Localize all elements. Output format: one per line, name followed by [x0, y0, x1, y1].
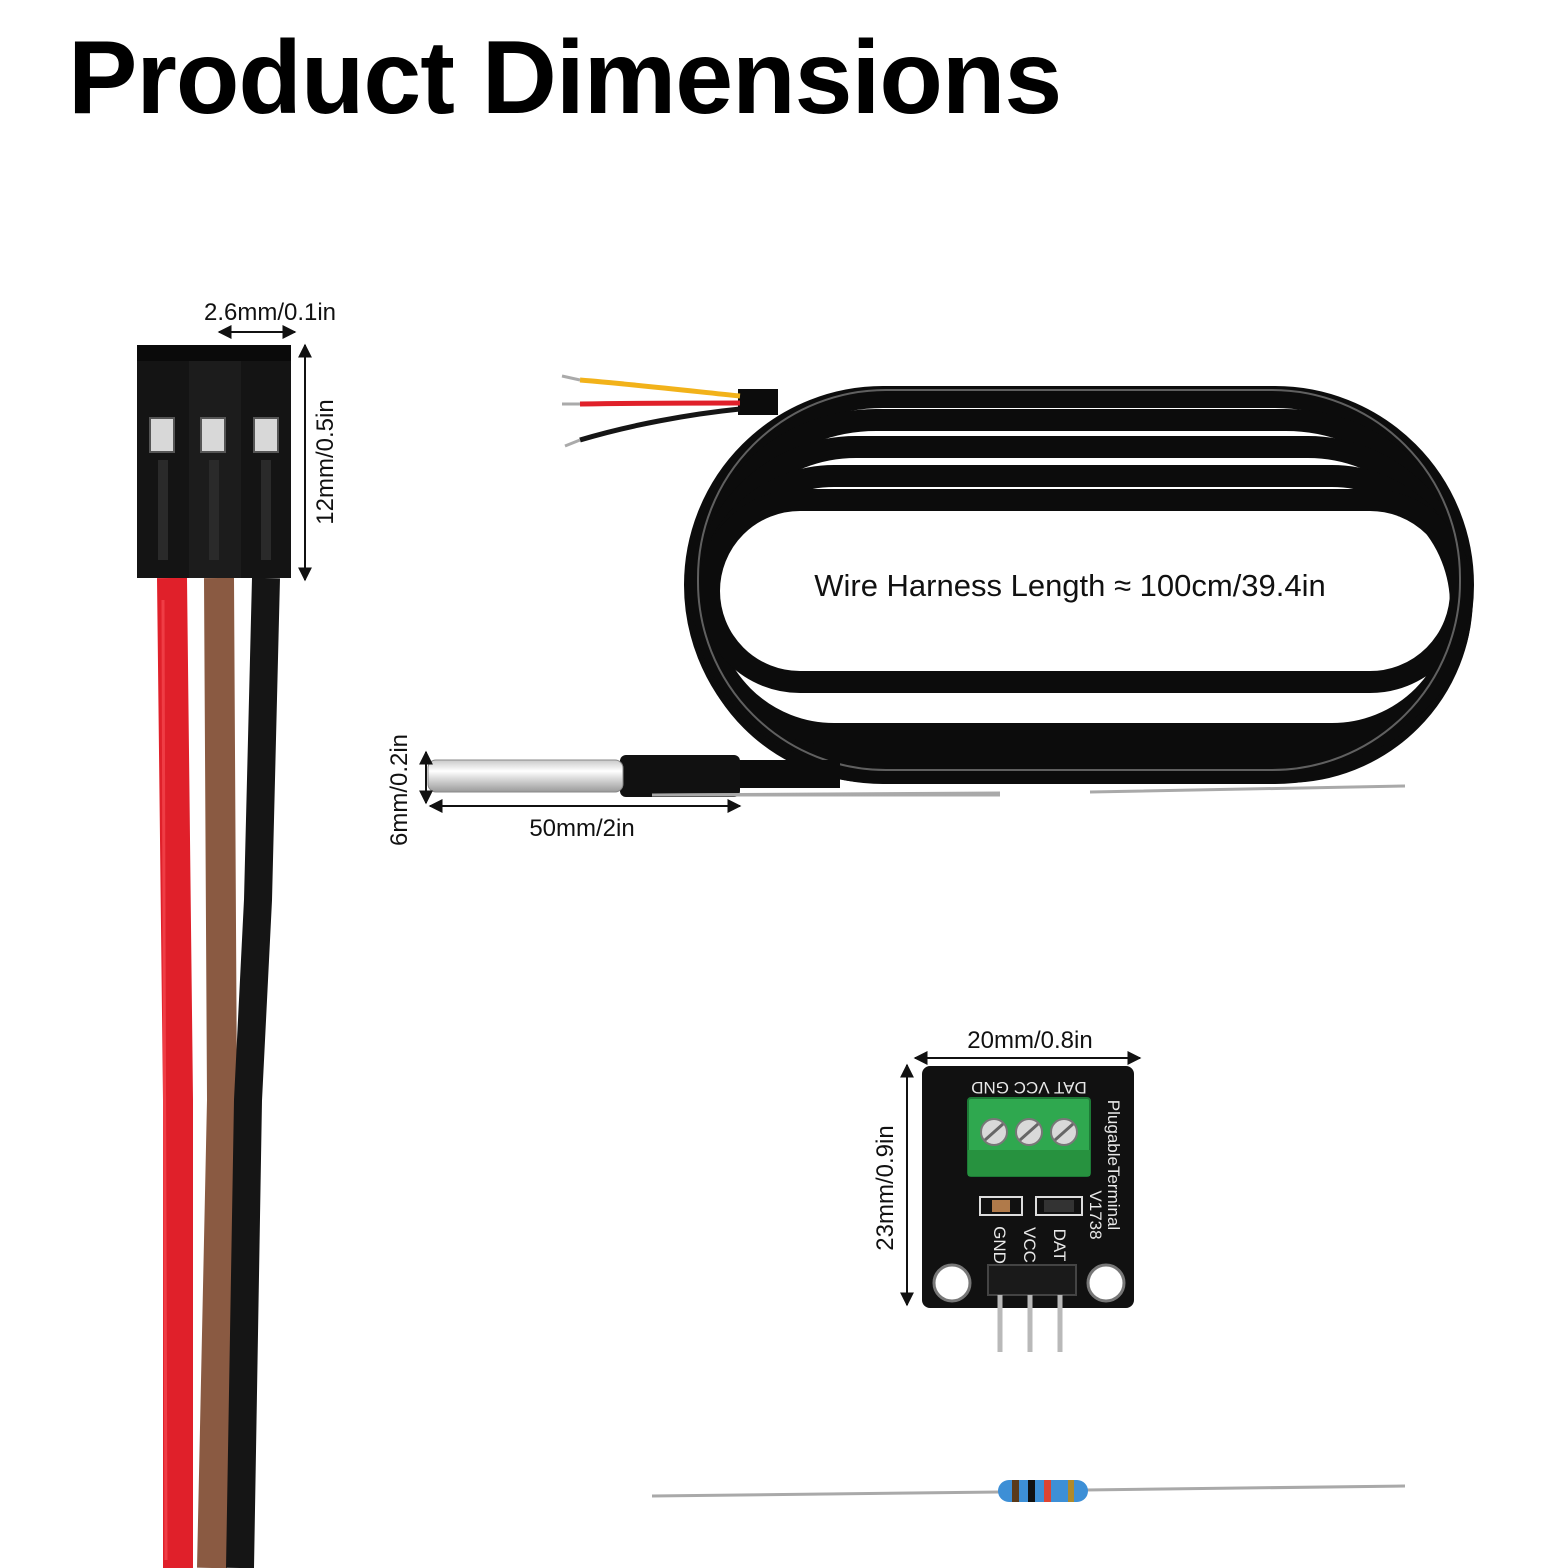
module-version-label: V1738 [1086, 1190, 1105, 1239]
probe-length-label: 50mm/2in [529, 815, 634, 842]
yellow-lead [579, 377, 741, 399]
temperature-probe [427, 755, 840, 797]
module-side-label: PlugableTerminal [1104, 1100, 1123, 1230]
module-top-labels: DAT VCC GND [971, 1078, 1087, 1097]
dupont-connector-icon [137, 345, 291, 578]
connector-height-label: 12mm/0.5in [312, 399, 339, 524]
probe-diameter-label: 6mm/0.2in [386, 734, 413, 846]
resistor-icon [651, 784, 1406, 797]
module-width-label: 20mm/0.8in [967, 1027, 1092, 1054]
black-wire [226, 577, 280, 1568]
coiled-cable [684, 386, 1474, 784]
red-lead [579, 400, 741, 407]
page-title: Product Dimensions [68, 20, 1062, 136]
red-wire [157, 577, 193, 1568]
module-height-label: 23mm/0.9in [872, 1125, 899, 1250]
pin-label-vcc: VCC [1020, 1227, 1039, 1263]
pin-label-gnd: GND [990, 1226, 1009, 1264]
pin-label-dat: DAT [1050, 1229, 1069, 1262]
adapter-module: DAT VCC GND PlugableTerminal V1738 GND V… [922, 1066, 1134, 1352]
harness-length-label: Wire Harness Length ≈ 100cm/39.4in [814, 568, 1326, 603]
connector-width-label: 2.6mm/0.1in [204, 299, 336, 326]
dupont-cable [137, 345, 291, 1568]
terminal-screw-icon [980, 1118, 1078, 1146]
black-lead [579, 406, 741, 443]
brown-wire [197, 577, 238, 1568]
